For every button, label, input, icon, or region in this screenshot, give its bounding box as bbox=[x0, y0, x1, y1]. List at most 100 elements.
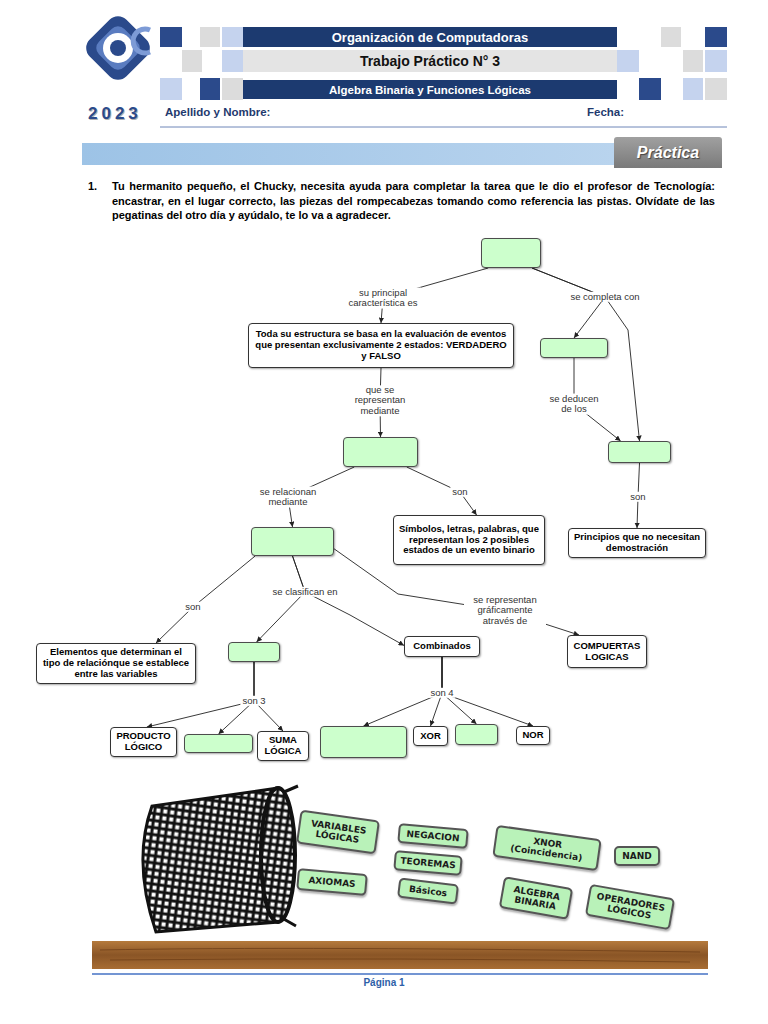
header-band: Algebra Binaria y Funciones Lógicas bbox=[243, 80, 617, 99]
header-square bbox=[222, 78, 243, 100]
edge-label: se deducen de los bbox=[544, 394, 604, 415]
edge-label: se relacionan mediante bbox=[254, 487, 322, 508]
concept-box: Toda su estructura se basa en la evaluac… bbox=[248, 323, 514, 368]
puzzle-piece: NAND bbox=[614, 846, 660, 866]
form-field-label: Apellido y Nombre: bbox=[165, 106, 270, 118]
header-square bbox=[160, 78, 182, 100]
empty-box bbox=[540, 338, 608, 358]
header-square bbox=[705, 78, 727, 100]
node-text: Principios que no necesitan demostración bbox=[573, 532, 701, 554]
node-text: Básicos bbox=[408, 884, 447, 899]
logo-c bbox=[133, 29, 150, 53]
edge-label: son 3 bbox=[240, 696, 267, 706]
footer-line bbox=[92, 973, 708, 975]
node-text: COMPUERTAS LOGICAS bbox=[572, 641, 642, 663]
puzzle-piece: OPERADORES LÓGICOS bbox=[585, 884, 675, 930]
header-square bbox=[200, 27, 220, 47]
empty-box bbox=[251, 527, 334, 556]
concept-box: Principios que no necesitan demostración bbox=[568, 528, 706, 558]
header-square bbox=[705, 50, 727, 72]
edge-label: se completa con bbox=[568, 292, 641, 302]
concept-box: XOR bbox=[413, 726, 448, 746]
empty-box bbox=[228, 642, 280, 662]
node-text: NOR bbox=[522, 730, 543, 741]
logo-shape bbox=[81, 11, 155, 85]
question-text: Tu hermanito pequeño, el Chucky, necesit… bbox=[112, 179, 715, 223]
empty-box bbox=[184, 734, 253, 753]
puzzle-piece: ALGEBRA BINARIA bbox=[499, 876, 573, 920]
header-band: Trabajo Práctico N° 3 bbox=[243, 50, 617, 72]
connector-arrow bbox=[407, 467, 477, 515]
node-text: XNOR (Coincidencia) bbox=[499, 831, 595, 865]
node-text: Trabajo Práctico N° 3 bbox=[360, 53, 500, 69]
header-square bbox=[200, 78, 220, 100]
edge-label: se representan gráficamente através de bbox=[464, 595, 546, 626]
header-square bbox=[661, 27, 681, 47]
logo-core bbox=[110, 40, 126, 56]
basket-opening bbox=[261, 788, 295, 922]
concept-box: Combinados bbox=[404, 636, 480, 657]
form-field-label: Fecha: bbox=[587, 106, 624, 118]
wood-grain bbox=[100, 948, 700, 962]
header-square bbox=[222, 27, 243, 47]
node-text: Elementos que determinan el tipo de rela… bbox=[41, 647, 191, 680]
connector-arrow bbox=[156, 556, 255, 643]
header-square bbox=[182, 50, 202, 72]
logo-ring bbox=[103, 33, 133, 63]
node-text: PRODUCTO LÓGICO bbox=[115, 731, 172, 753]
concept-box: PRODUCTO LÓGICO bbox=[110, 727, 177, 757]
empty-box bbox=[320, 726, 407, 758]
empty-box bbox=[343, 437, 418, 467]
question-number: 1. bbox=[88, 179, 97, 194]
node-text: OPERADORES LÓGICOS bbox=[592, 890, 668, 923]
edge-label: son 4 bbox=[428, 688, 455, 698]
node-text: XOR bbox=[420, 731, 441, 742]
connector-arrow bbox=[293, 556, 405, 645]
node-text: Símbolos, letras, palabras, que represen… bbox=[398, 524, 540, 557]
header-square bbox=[160, 27, 182, 47]
header-square bbox=[683, 50, 703, 72]
puzzle-piece: Básicos bbox=[397, 877, 459, 905]
node-text: Práctica bbox=[637, 144, 699, 162]
year-label: 2023 bbox=[88, 104, 142, 124]
concept-box: Elementos que determinan el tipo de rela… bbox=[36, 643, 196, 684]
node-text: ALGEBRA BINARIA bbox=[506, 883, 567, 913]
empty-box bbox=[608, 441, 671, 463]
connector-arrow bbox=[257, 556, 305, 642]
edge-label: se clasifican en bbox=[271, 587, 340, 597]
basket-body bbox=[143, 788, 278, 932]
puzzle-piece: AXIOMAS bbox=[296, 868, 368, 896]
header-square bbox=[639, 78, 661, 100]
node-text: NEGACION bbox=[406, 829, 460, 844]
concept-box: Símbolos, letras, palabras, que represen… bbox=[393, 515, 545, 565]
node-text: NAND bbox=[622, 851, 652, 861]
node-text: Toda su estructura se basa en la evaluac… bbox=[253, 329, 509, 362]
rule-line bbox=[160, 127, 727, 128]
puzzle-piece: VARIABLES LÓGICAS bbox=[296, 810, 380, 855]
puzzle-piece: NEGACION bbox=[397, 823, 469, 849]
connector-arrow bbox=[532, 268, 605, 338]
node-text: Algebra Binaria y Funciones Lógicas bbox=[329, 84, 531, 96]
page-number: Página 1 bbox=[354, 977, 414, 988]
node-text: TEOREMAS bbox=[400, 856, 456, 871]
concept-box: SUMA LÓGICA bbox=[257, 731, 309, 761]
concept-box: NOR bbox=[516, 726, 550, 745]
edge-label: son bbox=[628, 492, 647, 502]
concept-box: COMPUERTAS LOGICAS bbox=[567, 635, 647, 668]
header-square bbox=[683, 78, 703, 100]
section-tab: Práctica bbox=[614, 137, 722, 168]
header-square bbox=[222, 50, 243, 72]
node-text: AXIOMAS bbox=[308, 875, 356, 889]
edge-label: que se representan mediante bbox=[345, 385, 415, 416]
header-band: Organización de Computadoras bbox=[243, 27, 617, 47]
edge-label: son bbox=[183, 602, 202, 612]
puzzle-piece: TEOREMAS bbox=[393, 850, 463, 876]
node-text: VARIABLES LÓGICAS bbox=[303, 817, 373, 847]
basket-string bbox=[282, 786, 298, 926]
node-text: Organización de Computadoras bbox=[332, 30, 528, 45]
empty-box bbox=[481, 238, 541, 268]
header-square bbox=[617, 50, 639, 72]
wooden-shelf bbox=[92, 941, 708, 969]
header-square bbox=[705, 27, 727, 47]
puzzle-piece: XNOR (Coincidencia) bbox=[492, 825, 601, 871]
